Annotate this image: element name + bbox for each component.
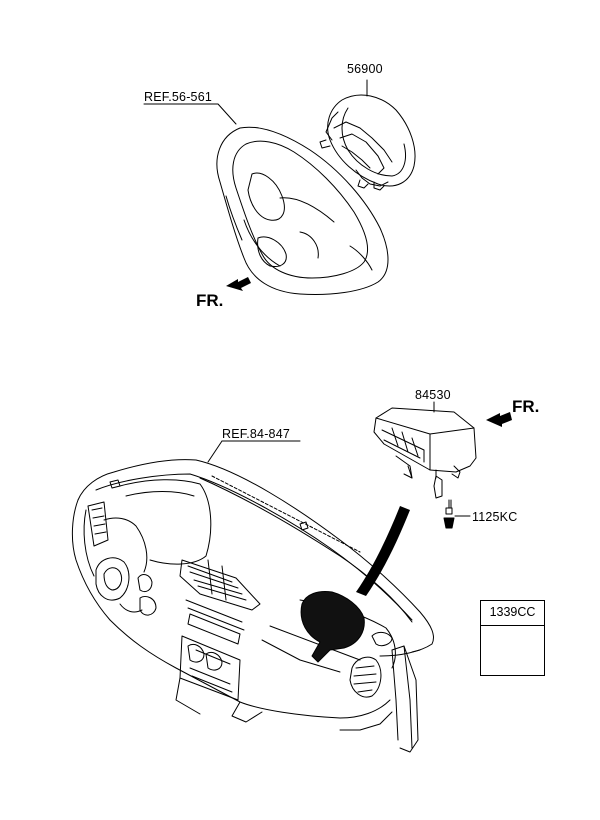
crash-pad (71, 459, 434, 753)
fr-arrow-top-icon (226, 277, 251, 291)
bolt-1125kc (443, 499, 471, 529)
airbag-pocket (300, 591, 365, 663)
label-84530: 84530 (415, 388, 451, 402)
label-1339cc: 1339CC (481, 601, 544, 626)
fr-arrow-bottom-icon (486, 412, 512, 427)
label-ref-84-847: REF.84-847 (222, 427, 291, 441)
label-56900: 56900 (347, 62, 383, 76)
passenger-airbag-module (373, 407, 477, 499)
nut-callout-box: 1339CC (480, 600, 545, 676)
leader-ref-56-561 (143, 103, 237, 125)
steering-wheel (216, 126, 389, 295)
install-direction-band (356, 506, 410, 596)
label-ref-56-561: REF.56-561 (144, 90, 213, 104)
driver-airbag-module (319, 94, 416, 191)
fr-label-top: FR. (196, 291, 224, 310)
fr-label-bottom: FR. (512, 397, 540, 416)
label-1125kc: 1125KC (472, 510, 518, 524)
leader-ref-84-847 (207, 440, 301, 463)
